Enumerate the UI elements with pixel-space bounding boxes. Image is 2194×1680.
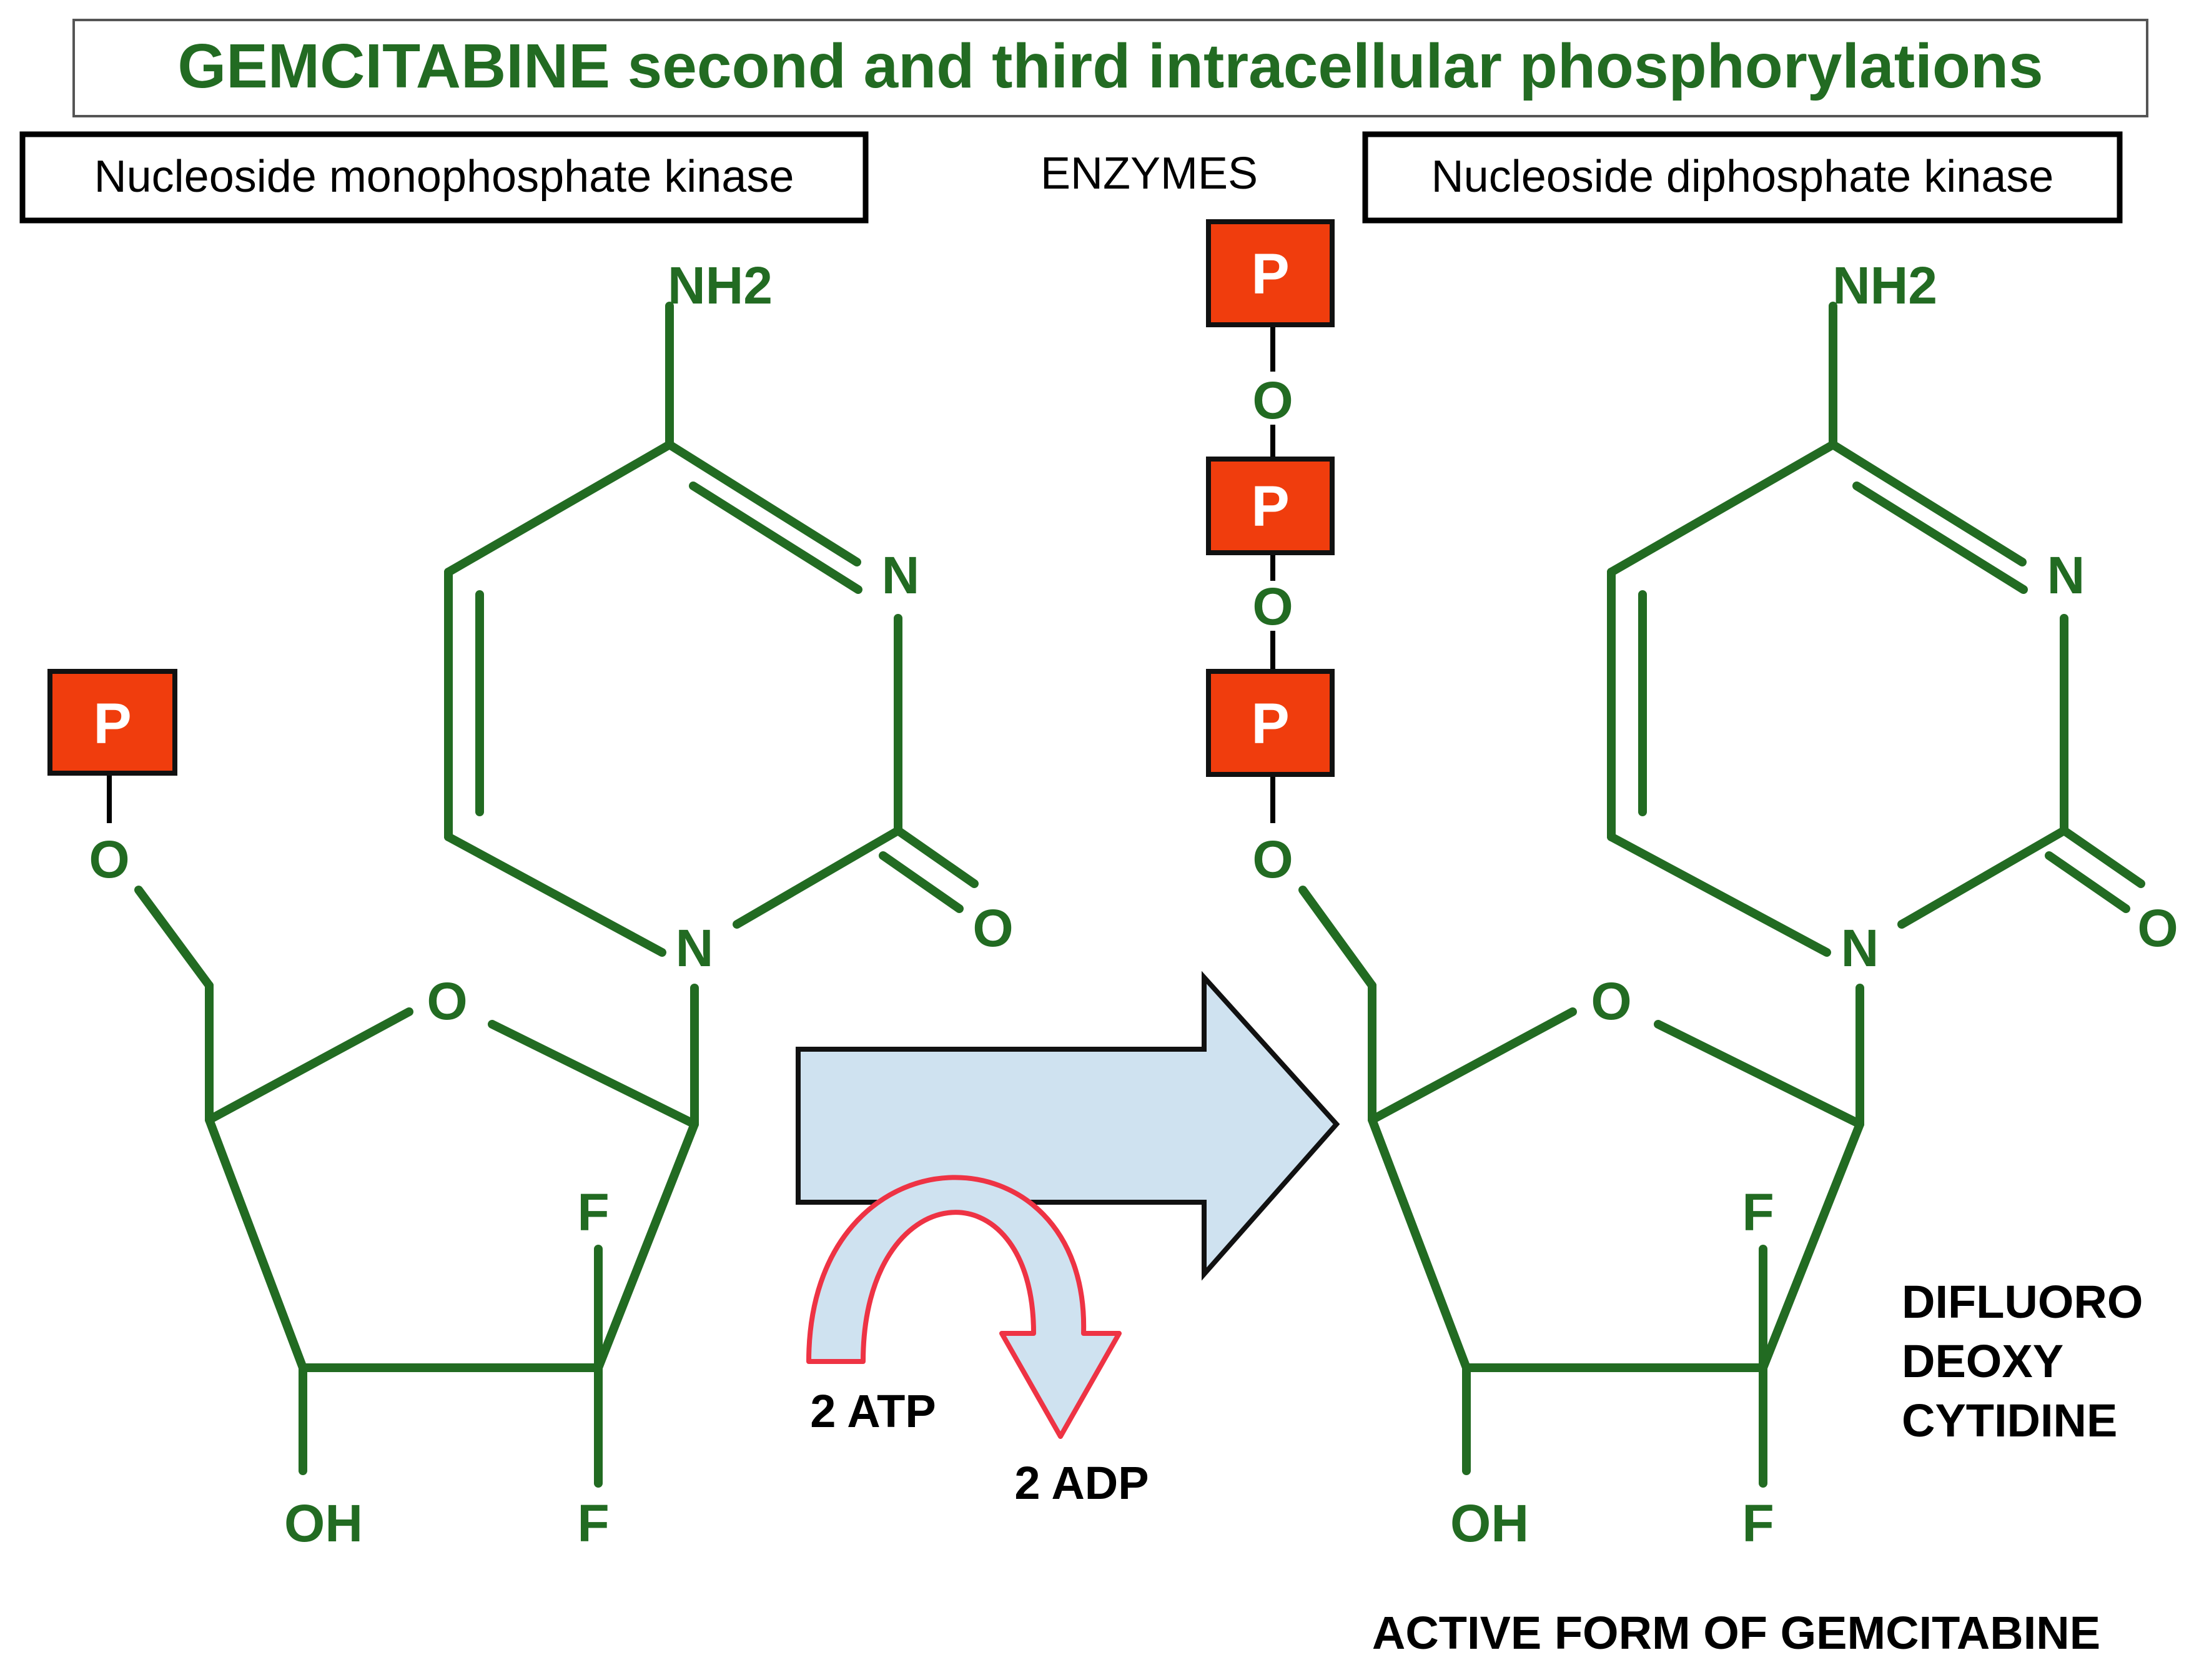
phosphate-label-gamma: P [1251,242,1289,306]
atp-label: 2 ATP [810,1385,936,1437]
phosphate-oxygen-lower: O [1252,577,1293,636]
right-n3-label: N [2047,546,2085,605]
right-fluorine-top-label: F [1742,1183,1774,1242]
left-ring-o-label: O [427,972,467,1030]
phosphate-oxygen-upper: O [1252,371,1293,430]
right-ring-o-label: O [1591,972,1631,1030]
left-phosphate-box [47,669,177,776]
enzyme-box-right [1362,131,2123,224]
enzymes-heading: ENZYMES [1040,149,1258,199]
phosphate-label-alpha: P [1251,692,1289,756]
phosphate-box-gamma [1206,219,1335,327]
enzyme-box-left [19,131,869,224]
active-form-caption: ACTIVE FORM OF GEMCITABINE [1372,1607,2100,1659]
phosphate-box-alpha [1206,669,1335,777]
phosphate-box-beta [1206,457,1335,555]
compound-name-line-3: CYTIDINE [1902,1395,2117,1446]
left-phosphate-label: P [93,692,131,756]
left-n1-label: N [676,919,714,977]
left-carbonyl-o-label: O [972,899,1013,957]
left-molecule [134,302,979,1488]
enzyme-label-right: Nucleoside diphosphate kinase [1431,152,2054,202]
page-title: GEMCITABINE second and third intracellul… [177,31,2043,101]
adp-label: 2 ADP [1014,1457,1149,1509]
compound-name-line-2: DEOXY [1902,1335,2063,1387]
title-frame [72,19,2148,117]
right-fluorine-bottom-label: F [1742,1494,1774,1553]
right-carbonyl-o-label: O [2137,899,2178,957]
right-hydroxyl-label: OH [1450,1494,1529,1553]
left-amino-label: NH2 [668,256,773,315]
left-o5-label: O [89,830,129,889]
left-fluorine-bottom-label: F [577,1494,609,1553]
right-amino-label: NH2 [1832,256,1937,315]
left-fluorine-top-label: F [577,1183,609,1242]
left-n3-label: N [882,546,920,605]
left-hydroxyl-label: OH [284,1494,363,1553]
right-n1-label: N [1841,919,1879,977]
right-molecule [1298,302,2145,1488]
atp-to-adp-curved-arrow [806,1175,1122,1439]
compound-name-line-1: DIFLUORO [1902,1276,2143,1328]
enzyme-label-left: Nucleoside monophosphate kinase [94,152,794,202]
right-o5-label: O [1252,830,1293,889]
phosphate-label-beta: P [1251,475,1289,538]
